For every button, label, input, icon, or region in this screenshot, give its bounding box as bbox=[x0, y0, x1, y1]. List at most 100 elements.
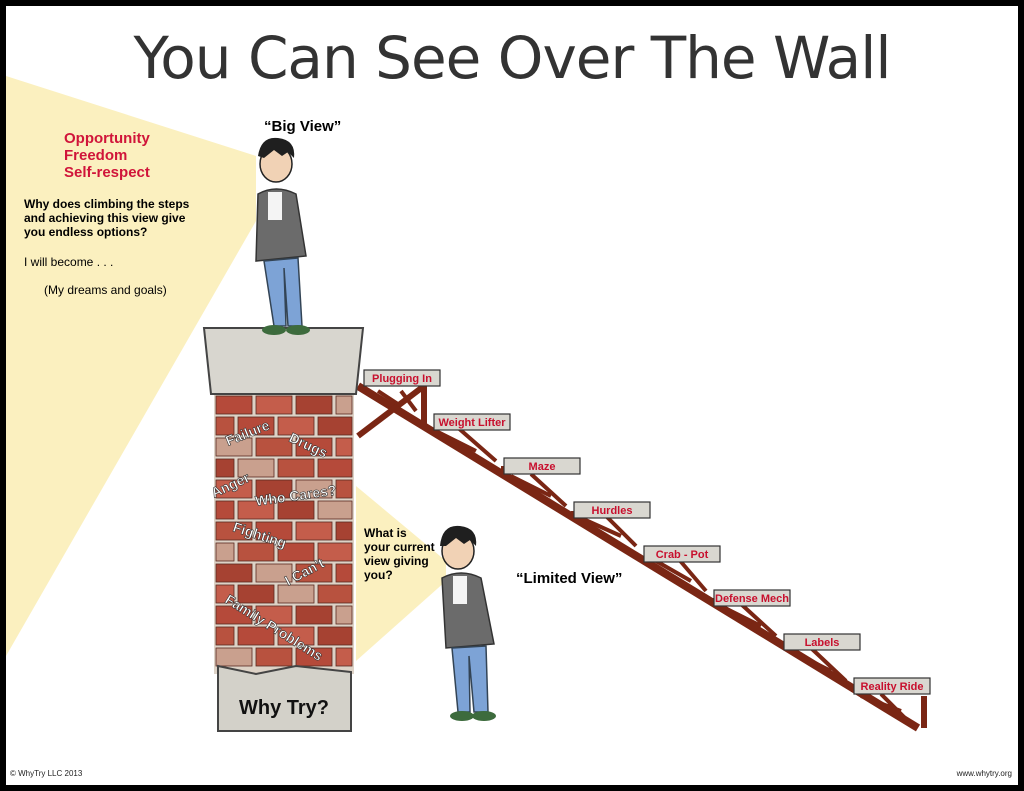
step-board bbox=[853, 677, 931, 695]
brick bbox=[237, 626, 275, 646]
limited-view-question-line: you? bbox=[364, 568, 393, 582]
step-label: Labels bbox=[805, 637, 840, 649]
brick bbox=[255, 521, 293, 541]
wall-base bbox=[217, 664, 352, 732]
step-board bbox=[503, 457, 581, 475]
brick bbox=[237, 584, 275, 604]
why-try-label: Why Try? bbox=[239, 697, 329, 719]
brick bbox=[335, 479, 353, 499]
step-label: Reality Ride bbox=[861, 681, 924, 693]
brick bbox=[215, 584, 235, 604]
brick bbox=[237, 542, 275, 562]
step-label: Plugging In bbox=[372, 373, 432, 385]
step-list: Plugging In Weight LifterMazeHurdlesCrab … bbox=[363, 369, 931, 695]
step: Plugging In bbox=[363, 369, 441, 387]
limited-view-question-line: your current bbox=[364, 540, 435, 554]
brick bbox=[215, 647, 253, 667]
limited-view-person bbox=[440, 525, 496, 721]
step-board bbox=[433, 413, 511, 431]
stair-brace bbox=[356, 383, 426, 439]
brick bbox=[237, 458, 275, 478]
brick bbox=[255, 479, 293, 499]
brick bbox=[255, 647, 293, 667]
stair-beam-lower bbox=[355, 382, 921, 732]
wall-cap bbox=[202, 327, 365, 395]
step-label: Weight Lifter bbox=[438, 417, 506, 429]
big-view-person bbox=[255, 137, 310, 335]
limited-view-label: “Limited View” bbox=[516, 570, 623, 587]
brick bbox=[277, 416, 315, 436]
brick bbox=[317, 584, 353, 604]
brick bbox=[317, 626, 353, 646]
brick bbox=[237, 416, 275, 436]
website: www.whytry.org bbox=[956, 769, 1012, 778]
brick bbox=[215, 395, 253, 415]
copyright: © WhyTry LLC 2013 bbox=[10, 769, 83, 778]
big-view-prompt: I will become . . . bbox=[24, 255, 114, 269]
brick bbox=[277, 584, 315, 604]
brick bbox=[255, 437, 293, 457]
brick bbox=[215, 626, 235, 646]
brick bbox=[295, 647, 333, 667]
step-label: Defense Mech bbox=[715, 593, 789, 605]
limited-view-cone bbox=[356, 486, 446, 661]
brick bbox=[317, 542, 353, 562]
step-board bbox=[363, 369, 441, 387]
step-board bbox=[713, 589, 791, 607]
brick bbox=[215, 458, 235, 478]
value-word: Freedom bbox=[64, 147, 128, 164]
brick bbox=[255, 605, 293, 625]
step-board bbox=[643, 545, 721, 563]
illustration: Plugging In Weight LifterMazeHurdlesCrab … bbox=[6, 76, 931, 732]
value-word: Opportunity bbox=[64, 130, 150, 147]
brick bbox=[215, 437, 253, 457]
brick bbox=[215, 521, 253, 541]
brick bbox=[237, 500, 275, 520]
brick bbox=[295, 521, 333, 541]
brick bbox=[215, 563, 253, 583]
step-board bbox=[783, 633, 861, 651]
step-board bbox=[573, 501, 651, 519]
brick bbox=[277, 500, 315, 520]
brick bbox=[255, 563, 293, 583]
brick bbox=[215, 416, 235, 436]
stair-truss bbox=[376, 389, 913, 726]
brick bbox=[317, 500, 353, 520]
brick bbox=[215, 542, 235, 562]
step-label: Maze bbox=[529, 461, 556, 473]
step: Maze bbox=[503, 457, 581, 475]
brick bbox=[295, 395, 333, 415]
big-view-label: “Big View” bbox=[264, 118, 342, 135]
brick bbox=[215, 479, 253, 499]
brick bbox=[335, 647, 353, 667]
limited-view-question-line: What is bbox=[364, 526, 407, 540]
big-view-cone bbox=[6, 76, 256, 656]
step: Crab - Pot bbox=[643, 545, 721, 563]
brick bbox=[295, 479, 333, 499]
brick bbox=[335, 437, 353, 457]
brick bbox=[215, 605, 253, 625]
brick bbox=[215, 500, 235, 520]
brick bbox=[295, 605, 333, 625]
step: Hurdles bbox=[573, 501, 651, 519]
brick-wall: Why Try? bbox=[202, 327, 365, 732]
brick bbox=[295, 563, 333, 583]
page-title: You Can See Over The Wall bbox=[133, 24, 892, 92]
brick bbox=[335, 521, 353, 541]
bricks bbox=[215, 395, 353, 667]
brick bbox=[277, 542, 315, 562]
brick bbox=[317, 458, 353, 478]
big-view-question-line: and achieving this view give bbox=[24, 211, 186, 225]
brick bbox=[295, 437, 333, 457]
limited-view-question-line: view giving bbox=[364, 554, 429, 568]
value-word: Self-respect bbox=[64, 164, 150, 181]
brick bbox=[255, 395, 293, 415]
big-view-question-line: you endless options? bbox=[24, 225, 148, 239]
brick bbox=[317, 416, 353, 436]
brick bbox=[277, 458, 315, 478]
step-label: Crab - Pot bbox=[656, 549, 709, 561]
big-view-note: (My dreams and goals) bbox=[44, 283, 167, 297]
big-view-question-line: Why does climbing the steps bbox=[24, 197, 190, 211]
step: Weight Lifter bbox=[433, 413, 511, 431]
